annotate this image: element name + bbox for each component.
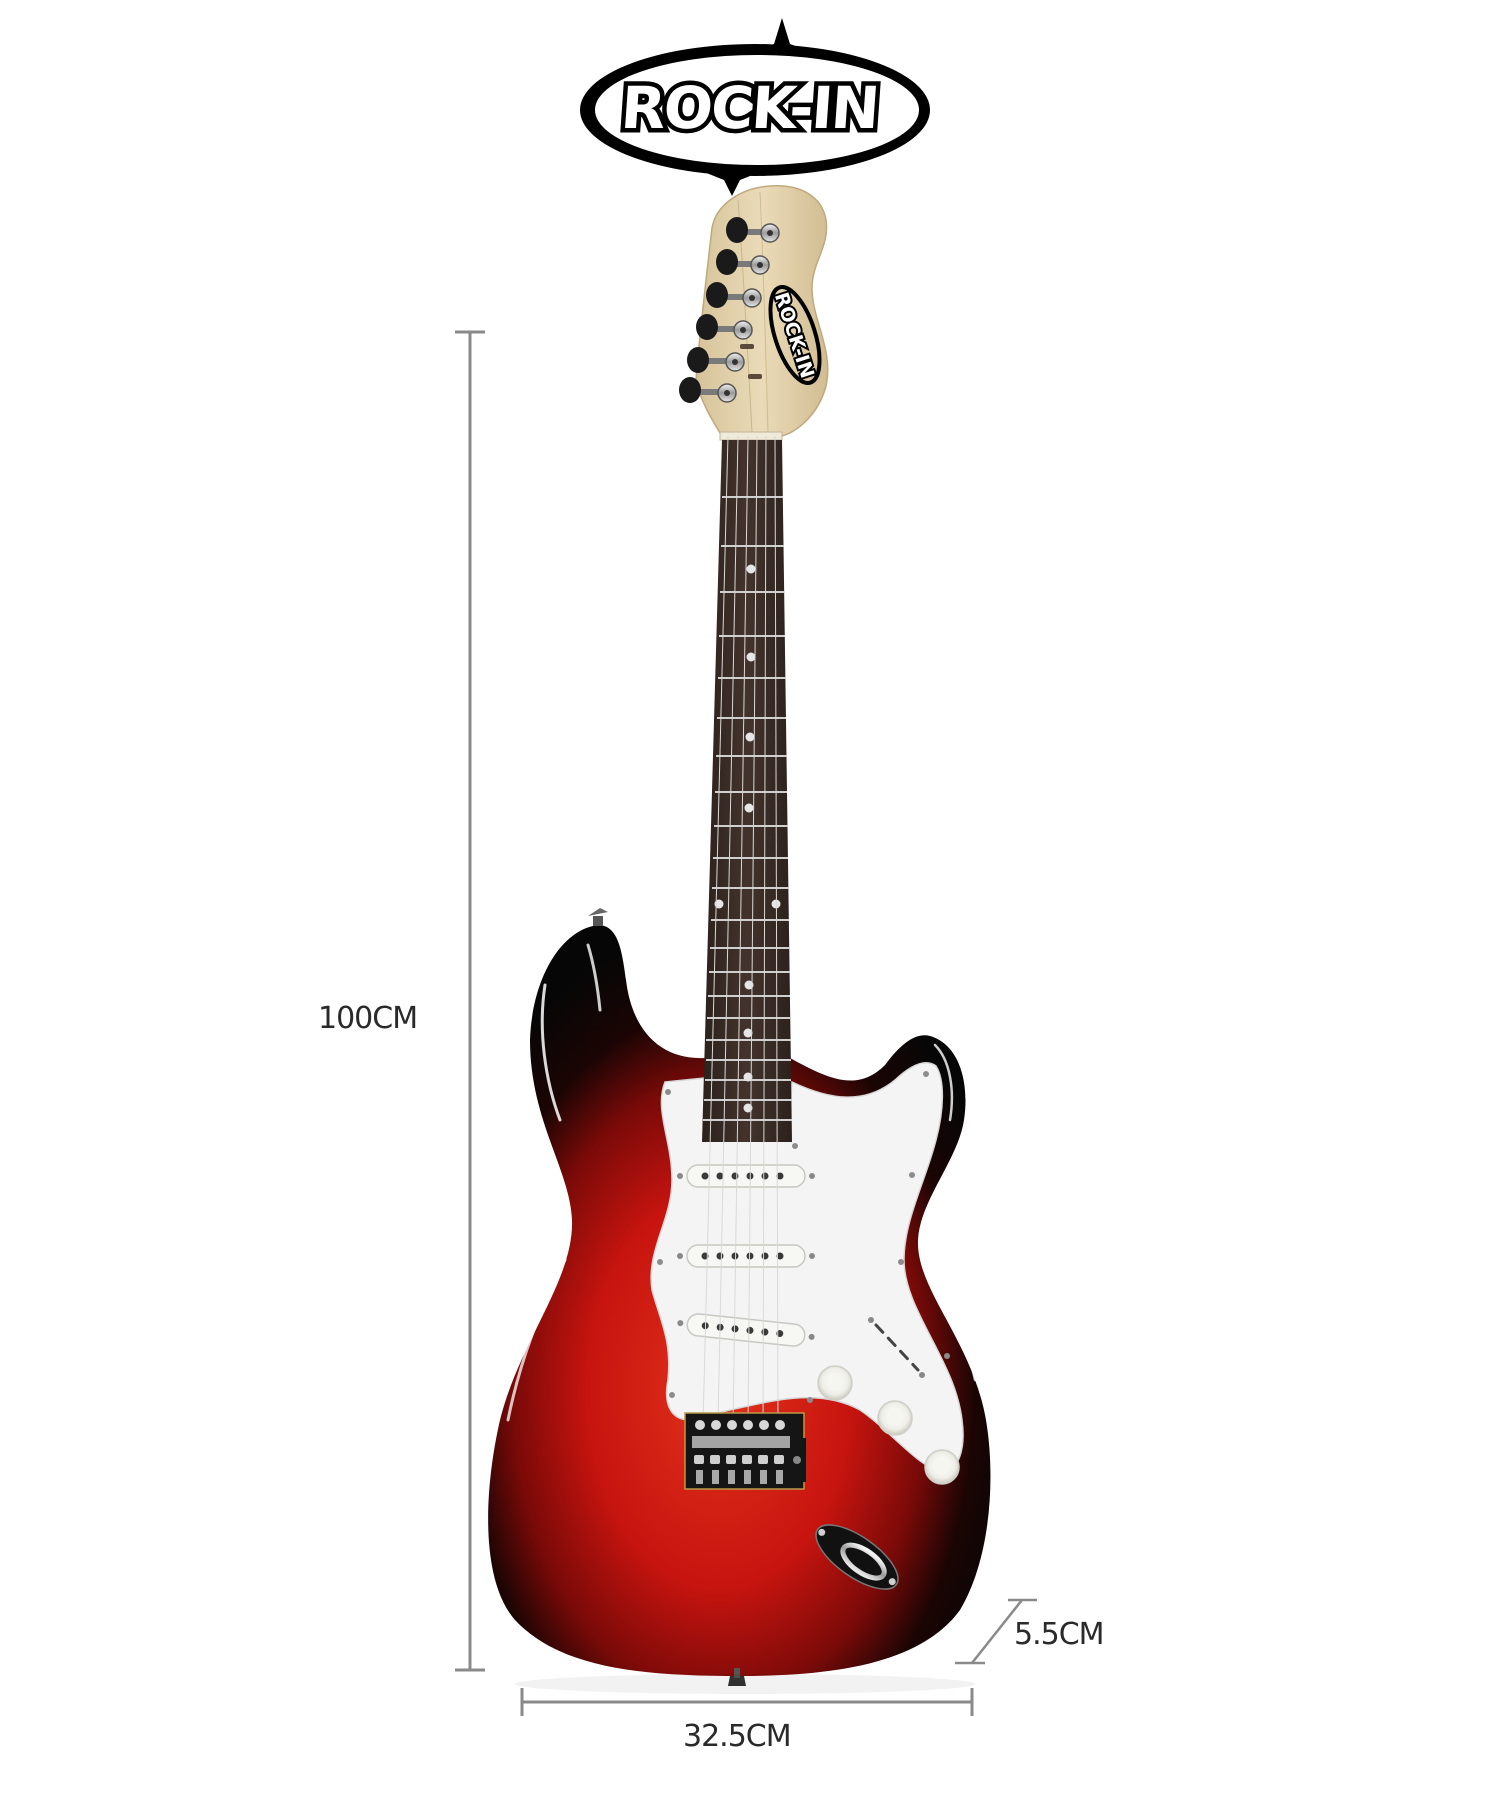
pickup-neck [677,1164,815,1188]
headstock: ROCK-IN [695,185,829,437]
tuner-6 [679,377,737,403]
pickup-selector-switch [868,1317,925,1378]
pickup-middle [677,1244,815,1268]
pickups [677,1164,815,1347]
output-jack [815,1524,899,1590]
control-knobs [817,1365,960,1485]
length-label: 100CM [318,1001,418,1036]
width-label: 32.5CM [683,1719,792,1754]
width-dimension-line [520,1688,974,1716]
tuner-1 [726,217,780,243]
depth-label: 5.5CM [1014,1617,1105,1652]
strap-button-top [588,908,608,926]
strings [702,435,779,1426]
logo-wordmark: ROCK-IN [619,74,880,142]
tone-knob-1 [877,1400,913,1436]
tremolo-bridge [684,1412,806,1490]
depth-dimension-line [955,1598,1037,1665]
tuner-4 [696,314,753,340]
tuning-pegs [679,217,780,403]
tuner-2 [716,249,770,275]
neck [702,431,792,1142]
tuner-5 [687,347,745,373]
tone-knob-2 [924,1449,960,1485]
volume-knob [817,1365,853,1401]
length-dimension-line [455,330,485,1672]
nut [719,431,783,441]
strap-button-bottom [728,1668,746,1686]
rock-in-logo: ROCK-IN [580,18,930,196]
tuner-3 [706,282,762,308]
